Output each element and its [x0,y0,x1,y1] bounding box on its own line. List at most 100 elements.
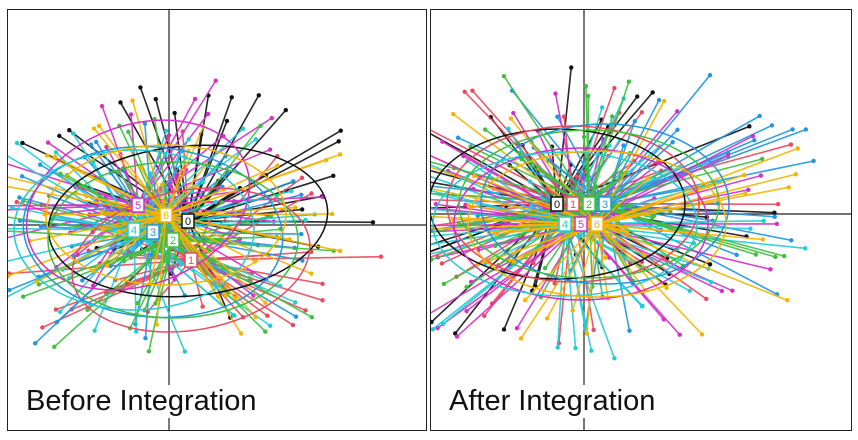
star-line [588,203,776,258]
data-point [511,110,516,116]
data-point [501,73,507,79]
data-point [231,312,236,318]
class-label-1: 1 [566,196,580,212]
star-line [556,223,566,348]
class-label-box [550,196,564,212]
data-point [168,184,174,190]
data-point [320,281,325,287]
data-point [612,85,617,91]
data-point [527,179,533,184]
data-point [80,278,85,283]
data-point [627,328,632,333]
star-line [154,239,174,304]
data-point [213,78,218,83]
class-label-box [558,216,572,232]
data-point [439,261,445,266]
star-line [137,80,217,206]
star-line [131,100,167,216]
class-label-text: 2 [170,235,176,247]
data-point [53,307,59,312]
data-point [172,110,177,116]
star-line [54,156,167,216]
data-point [471,186,476,192]
data-point [192,184,197,189]
data-point [517,150,522,156]
data-point [612,356,617,361]
data-point [635,94,640,99]
data-point [772,214,777,220]
class-label-box [146,224,160,240]
data-point [17,195,22,200]
data-point [632,119,638,124]
data-point [293,314,299,319]
data-point [247,276,252,281]
data-point [747,124,752,129]
data-point [523,297,528,303]
data-point [99,103,105,109]
data-point [625,230,630,236]
star-line [604,145,625,205]
class-label-2: 2 [166,232,180,248]
data-point [730,288,735,293]
data-point [182,349,188,354]
data-point [645,176,651,181]
data-point [431,319,434,325]
star-line [165,214,256,263]
data-point [642,253,647,258]
class-ellipse-2 [458,129,720,279]
data-point [707,262,713,267]
data-point [37,162,43,167]
data-point [704,296,709,302]
class-label-box [598,196,612,212]
data-point [759,156,765,162]
data-point [661,317,666,322]
data-point [803,127,809,132]
data-point [240,126,246,131]
data-point [303,308,308,313]
star-line [596,173,797,225]
class-ellipse-5 [453,147,709,301]
data-point [126,129,131,135]
data-point [725,153,731,158]
data-point [142,121,148,126]
data-point [303,217,308,223]
star-line [143,239,174,311]
star-line [588,158,763,205]
class-label-text: 1 [570,199,576,211]
data-point [570,308,575,313]
class-ellipse-6 [467,150,727,298]
data-point [130,98,135,103]
star-line [564,223,587,330]
data-point [233,296,238,301]
data-point [205,111,211,117]
data-point [773,254,778,260]
data-point [769,123,775,128]
data-point [138,164,144,170]
class-label-4: 4 [127,222,141,238]
star-line [431,223,582,314]
data-point [772,210,777,215]
data-point [138,85,143,90]
data-point [553,91,558,96]
data-point [555,345,560,350]
data-point [454,334,460,339]
data-point [591,327,596,333]
class-label-6: 6 [159,207,173,223]
data-point [569,65,574,70]
star-line [56,231,154,323]
data-point [67,128,72,133]
star-line [172,239,229,294]
data-point [581,134,587,140]
data-point [309,191,314,196]
star-line [137,117,273,206]
class-label-box [184,252,198,268]
data-point [786,185,791,190]
class-label-6: 6 [590,216,604,232]
star-line [98,125,167,216]
class-label-text: 2 [586,199,592,211]
data-point [619,170,624,175]
data-point [599,105,605,110]
data-point [584,331,589,336]
star-line [596,147,798,225]
data-point [179,249,184,255]
